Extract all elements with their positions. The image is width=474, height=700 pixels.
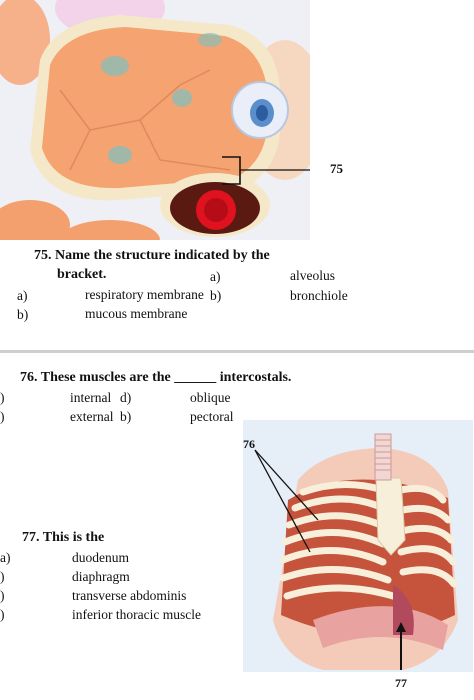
q75-option-c-text[interactable]: alveolus	[290, 268, 335, 283]
q75-option-d-text[interactable]: bronchiole	[290, 288, 348, 303]
q75-option-a-letter[interactable]: a)	[17, 288, 28, 303]
q77-option-a-letter[interactable]: a)	[0, 550, 11, 565]
q75-option-d-letter[interactable]: b)	[210, 288, 222, 303]
ribcage-illustration	[243, 420, 473, 672]
q76-option-d-letter[interactable]: b)	[120, 409, 132, 424]
q75-option-a-text[interactable]: respiratory membrane	[85, 287, 204, 302]
q76-option-c-text[interactable]: oblique	[190, 390, 231, 405]
q77-option-c-letter[interactable]: )	[0, 588, 5, 603]
alveolus-illustration	[0, 0, 310, 240]
q76-option-b-text[interactable]: external	[70, 409, 114, 424]
q75-option-c-letter[interactable]: a)	[210, 269, 221, 284]
question-77: 77. This is the	[22, 530, 105, 545]
q76-option-a-letter[interactable]: )	[0, 390, 5, 405]
q77-option-d-text[interactable]: inferior thoracic muscle	[72, 607, 201, 622]
section-divider	[0, 350, 474, 353]
callout-77: 77	[395, 676, 407, 690]
q77-option-c-text[interactable]: transverse abdominis	[72, 588, 187, 603]
q76-option-b-letter[interactable]: )	[0, 409, 5, 424]
q77-option-b-letter[interactable]: )	[0, 569, 5, 584]
q76-option-a-text[interactable]: internal	[70, 390, 112, 405]
q77-option-a-text[interactable]: duodenum	[72, 550, 129, 565]
callout-76: 76	[243, 437, 255, 451]
q75-option-b-text[interactable]: mucous membrane	[85, 306, 188, 321]
q76-option-d-text[interactable]: pectoral	[190, 409, 234, 424]
q75-option-b-letter[interactable]: b)	[17, 307, 29, 322]
question-75-line2: bracket.	[57, 267, 107, 282]
question-75-line1: 75. Name the structure indicated by the	[34, 248, 270, 263]
q77-option-d-letter[interactable]: )	[0, 607, 5, 622]
q77-option-b-text[interactable]: diaphragm	[72, 569, 130, 584]
callout-75: 75	[330, 161, 343, 176]
q76-option-c-letter[interactable]: d)	[120, 390, 132, 405]
question-76: 76. These muscles are the ______ interco…	[20, 370, 292, 385]
